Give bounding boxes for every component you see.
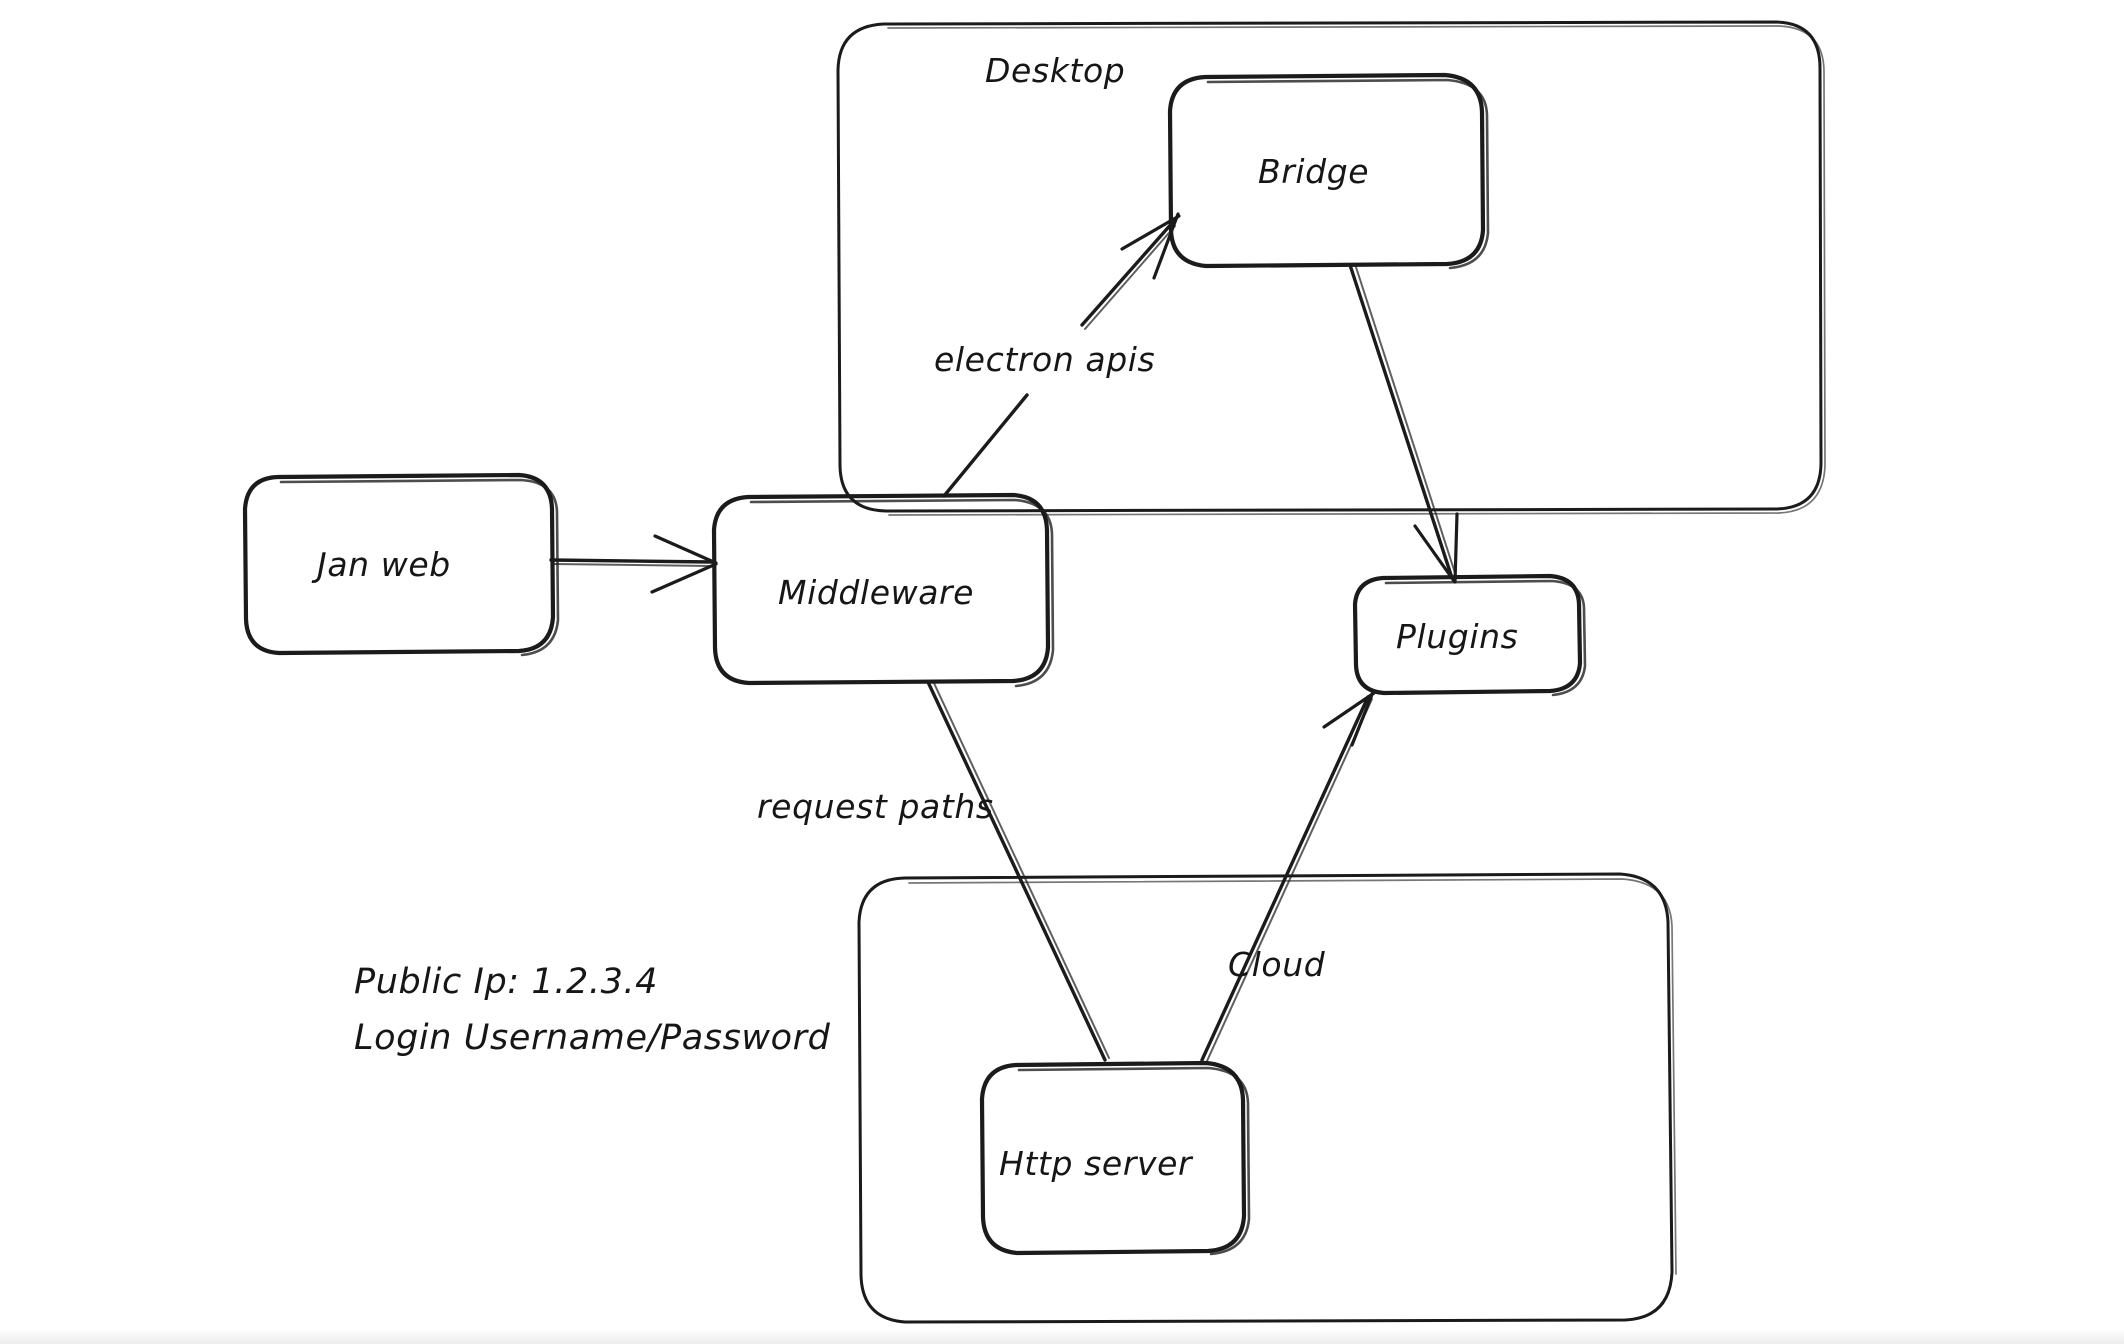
edge-line-upper — [1080, 220, 1175, 327]
node-outline-sketch — [1384, 579, 1587, 697]
edge-jan-web-to-middleware — [549, 534, 718, 594]
edge-line-upper-sketch — [1084, 225, 1176, 330]
arrowhead-right — [1453, 512, 1459, 584]
group-label-desktop: Desktop — [985, 51, 1125, 90]
edge-line — [1200, 695, 1370, 1062]
arrowhead-lower — [1152, 212, 1180, 280]
cloud-container-outline-sketch — [908, 878, 1677, 1275]
node-http-server[interactable]: Http server — [979, 1060, 1251, 1256]
node-label-bridge: Bridge — [1258, 152, 1369, 191]
desktop-container-outline-sketch — [887, 25, 1826, 516]
node-middleware[interactable]: Middleware — [711, 492, 1055, 688]
edge-line-sketch — [552, 563, 711, 567]
notes-block: Public Ip: 1.2.3.4 Login Username/Passwo… — [354, 962, 831, 1058]
edge-http-server-to-plugins: Cloud — [1200, 690, 1376, 1062]
edge-line — [549, 558, 714, 564]
edge-line — [926, 680, 1107, 1062]
edge-middleware-to-http-server: request paths — [757, 680, 1110, 1062]
desktop-container-outline — [836, 20, 1823, 513]
group-cloud[interactable] — [857, 872, 1677, 1324]
edge-label-electron-apis: electron apis — [934, 340, 1155, 379]
node-label-middleware: Middleware — [778, 573, 974, 612]
node-jan-web[interactable]: Jan web — [242, 472, 560, 657]
node-outline-sketch — [1017, 1066, 1251, 1256]
edge-line-sketch — [1354, 263, 1457, 577]
node-plugins[interactable]: Plugins — [1352, 573, 1587, 697]
node-outline-sketch — [1206, 78, 1490, 270]
note-login: Login Username/Password — [354, 1018, 831, 1058]
node-label-jan-web: Jan web — [311, 545, 451, 584]
edge-label-request-paths: request paths — [757, 787, 994, 826]
arrowhead-left — [1322, 691, 1376, 729]
arrowhead-right — [1350, 690, 1375, 747]
edge-line-sketch — [932, 680, 1110, 1059]
edge-bridge-to-plugins — [1348, 263, 1459, 584]
edge-middleware-to-bridge: electron apis — [934, 212, 1181, 498]
node-outline-sketch — [749, 498, 1055, 688]
node-bridge[interactable]: Bridge — [1167, 72, 1490, 270]
arrowhead-left — [1413, 524, 1456, 583]
edge-line-lower — [942, 393, 1029, 498]
arrowhead-upper — [653, 534, 718, 565]
bottom-gradient-band — [0, 1330, 2124, 1344]
note-public-ip: Public Ip: 1.2.3.4 — [354, 962, 658, 1002]
arrowhead-lower — [650, 562, 718, 594]
node-label-plugins: Plugins — [1396, 617, 1518, 656]
edge-line — [1348, 263, 1454, 580]
group-desktop[interactable]: Desktop — [836, 20, 1826, 516]
node-label-http-server: Http server — [999, 1144, 1194, 1183]
edge-label-cloud: Cloud — [1228, 945, 1326, 984]
node-outline-sketch — [279, 478, 560, 657]
edge-line-sketch — [1206, 698, 1373, 1062]
